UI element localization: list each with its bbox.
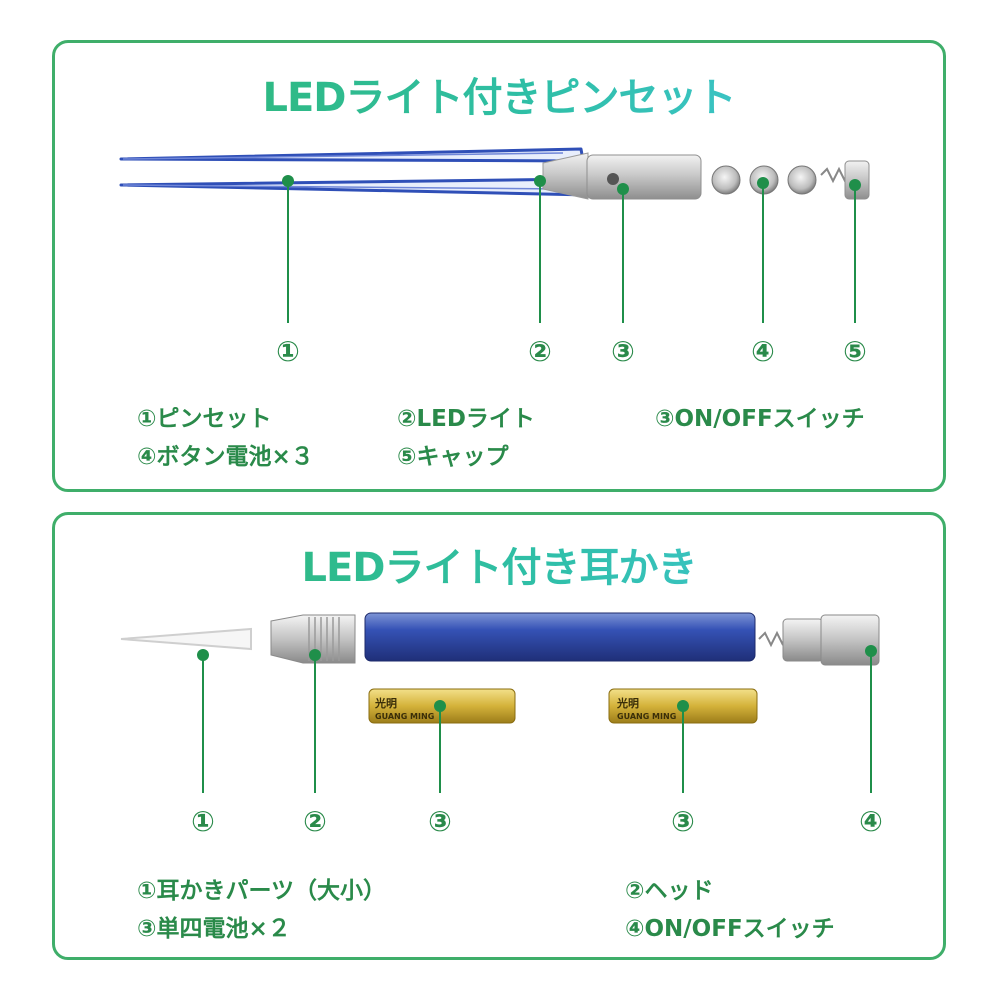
callout-number-4: ④ xyxy=(751,335,775,368)
legend-ear-pick-parts: ①耳かきパーツ（大小） xyxy=(137,878,387,904)
legend-tweezers: ①ピンセット xyxy=(137,406,272,432)
callout-number-3: ③ xyxy=(611,335,635,368)
tweezers-icon xyxy=(119,147,591,197)
callout-number-3a: ③ xyxy=(428,805,452,838)
svg-text:GUANG MING: GUANG MING xyxy=(375,712,434,721)
legend-led-light: ②LEDライト xyxy=(397,406,535,432)
callout-number-2: ② xyxy=(303,805,327,838)
leader-dots xyxy=(197,645,877,712)
ear-pick-title: LEDライト付き耳かき xyxy=(55,535,943,593)
legend-cap: ⑤キャップ xyxy=(397,444,509,470)
callout-number-1: ① xyxy=(276,335,300,368)
leader-lines xyxy=(202,651,872,793)
callout-number-4: ④ xyxy=(859,805,883,838)
battery-markings: 光明 GUANG MING 光明 GUANG MING xyxy=(374,696,676,721)
tweezers-illustration xyxy=(119,147,870,323)
callout-number-1: ① xyxy=(191,805,215,838)
callout-number-5: ⑤ xyxy=(843,335,867,368)
svg-text:光明: 光明 xyxy=(616,696,639,710)
svg-text:GUANG MING: GUANG MING xyxy=(617,712,676,721)
ear-pick-illustration: 光明 GUANG MING 光明 GUANG MING xyxy=(120,612,880,793)
head-icon xyxy=(270,614,356,664)
callout-number-2: ② xyxy=(528,335,552,368)
tweezers-panel: LEDライト付きピンセット xyxy=(52,40,946,492)
callout-number-3b: ③ xyxy=(671,805,695,838)
legend-aaa-battery: ③単四電池×２ xyxy=(137,916,291,942)
leader-lines xyxy=(287,183,856,323)
legend-switch: ③ON/OFFスイッチ xyxy=(655,406,865,432)
ear-pick-panel: LEDライト付き耳かき xyxy=(52,512,946,960)
switch-cap-icon xyxy=(758,614,880,666)
switch-body-icon xyxy=(586,154,702,200)
legend-button-battery: ④ボタン電池×３ xyxy=(137,444,314,470)
tweezers-title: LEDライト付きピンセット xyxy=(55,65,943,123)
legend-head: ②ヘッド xyxy=(625,878,714,904)
legend-switch: ④ON/OFFスイッチ xyxy=(625,916,835,942)
ear-pick-tip-icon xyxy=(120,627,252,651)
svg-text:光明: 光明 xyxy=(374,696,397,710)
battery-tube-icon xyxy=(364,612,756,662)
cap-icon xyxy=(820,160,870,200)
leader-dots xyxy=(282,175,861,195)
